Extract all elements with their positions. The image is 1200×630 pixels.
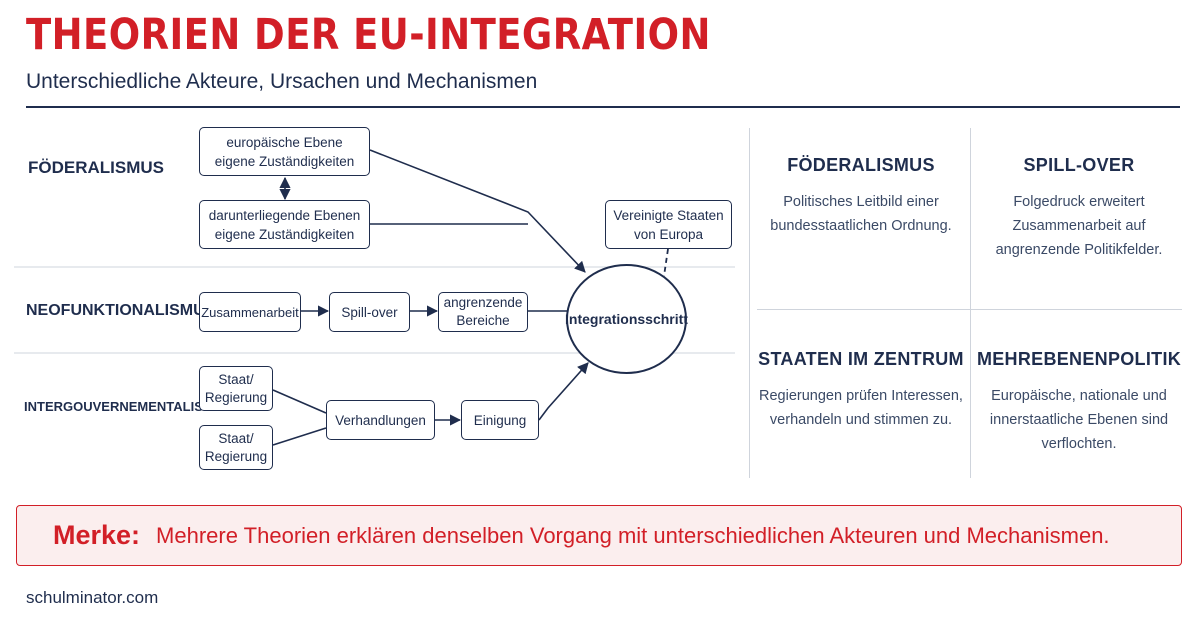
grid-divider bbox=[749, 128, 750, 478]
page-title: THEORIEN DER EU-INTEGRATION bbox=[26, 10, 711, 60]
line-staat1-verhandlungen bbox=[272, 389, 327, 414]
connector-europaeisch-to-integration bbox=[369, 149, 586, 273]
row-label-intergouvernementalismus: INTERGOUVERNEMENTALISMUS bbox=[24, 399, 232, 414]
node-staat-regierung-2: Staat/ Regierung bbox=[199, 425, 273, 470]
merke-label: Merke: bbox=[53, 520, 141, 550]
row-label-neofunktionalismus: NEOFUNKTIONALISMUS bbox=[26, 302, 216, 319]
node-zusammenarbeit: Zusammenarbeit bbox=[199, 292, 301, 332]
info-card-title: STAATEN IM ZENTRUM bbox=[758, 349, 964, 369]
info-card-text: Politisches Leitbild einer bundesstaatli… bbox=[770, 194, 952, 234]
info-card-text: Regierungen prüfen Interessen, verhandel… bbox=[759, 388, 963, 428]
merke-text: Mehrere Theorien erklären denselben Vorg… bbox=[156, 522, 1110, 548]
node-einigung: Einigung bbox=[461, 400, 539, 440]
node-staat-regierung-1: Staat/ Regierung bbox=[199, 366, 273, 411]
title-divider bbox=[26, 106, 1180, 108]
info-card-title: SPILL-OVER bbox=[1023, 155, 1135, 175]
node-darunterliegende-ebenen: darunterliegende Ebenen eigene Zuständig… bbox=[199, 200, 370, 249]
info-card-staaten-im-zentrum: STAATEN IM ZENTRUM Regierungen prüfen In… bbox=[752, 349, 970, 432]
node-verhandlungen: Verhandlungen bbox=[326, 400, 435, 440]
merke-box: Merke: Mehrere Theorien erklären denselb… bbox=[16, 505, 1182, 566]
grid-divider bbox=[970, 128, 971, 478]
node-angrenzende-bereiche: angrenzende Bereiche bbox=[438, 292, 528, 332]
info-card-title: MEHREBENENPOLITIK bbox=[976, 349, 1182, 369]
node-integrationsschritt: Integrationsschritt bbox=[565, 264, 688, 374]
info-card-spill-over: SPILL-OVER Folgedruck erweitert Zusammen… bbox=[974, 155, 1184, 262]
page-subtitle: Unterschiedliche Akteure, Ursachen und M… bbox=[26, 70, 538, 93]
row-label-foederalismus: FÖDERALISMUS bbox=[28, 158, 164, 177]
arrow-einigung-integration bbox=[538, 362, 589, 421]
grid-divider bbox=[757, 309, 1182, 310]
info-card-text: Folgedruck erweitert Zusammenarbeit auf … bbox=[995, 194, 1163, 258]
node-spill-over: Spill-over bbox=[329, 292, 410, 332]
info-card-text: Europäische, nationale und innerstaatlic… bbox=[989, 388, 1169, 452]
line-staat2-verhandlungen bbox=[272, 427, 327, 446]
node-vereinigte-staaten: Vereinigte Staaten von Europa bbox=[605, 200, 732, 249]
info-card-title: FÖDERALISMUS bbox=[787, 155, 935, 175]
info-card-foederalismus: FÖDERALISMUS Politisches Leitbild einer … bbox=[752, 155, 970, 238]
footer-source: schulminator.com bbox=[26, 588, 159, 607]
connector-vereinigte-dashed bbox=[663, 248, 669, 277]
info-card-mehrebenenpolitik: MEHREBENENPOLITIK Europäische, nationale… bbox=[974, 349, 1184, 456]
node-europaeische-ebene: europäische Ebene eigene Zuständigkeiten bbox=[199, 127, 370, 176]
